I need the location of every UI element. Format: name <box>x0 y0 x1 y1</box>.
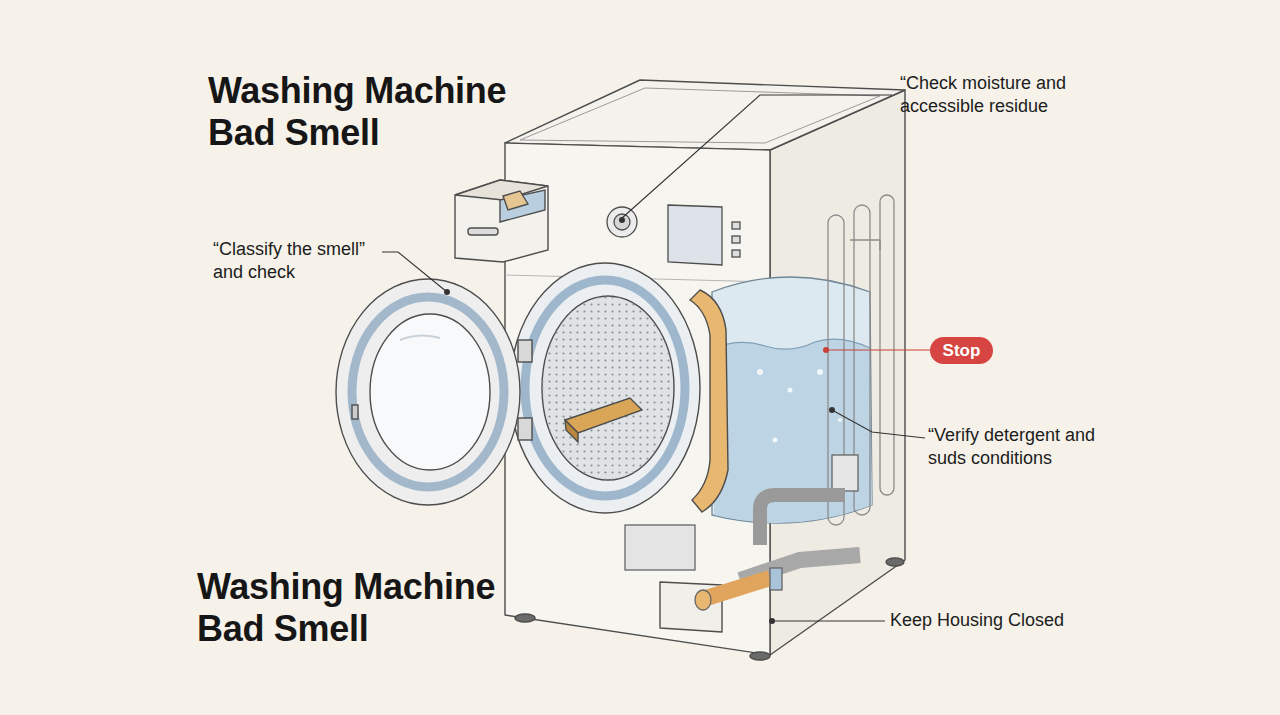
water-surface <box>714 339 870 349</box>
suds <box>817 369 823 375</box>
suds <box>757 369 763 375</box>
drum-paddle-side <box>565 420 578 442</box>
leader-line <box>832 410 925 438</box>
foot <box>750 652 770 660</box>
callout-label: Keep Housing Closed <box>890 609 1130 632</box>
foot <box>886 558 904 566</box>
leader-dot <box>444 289 450 295</box>
detergent-drawer <box>455 180 548 262</box>
suds <box>773 438 778 443</box>
foot <box>515 614 535 622</box>
callout-label: “Classify the smell” and check <box>213 238 398 283</box>
detergent-residue <box>503 191 528 210</box>
door-opening <box>510 263 728 513</box>
door-latch <box>352 405 358 419</box>
coil <box>880 195 894 495</box>
leader-lines <box>382 95 930 621</box>
hinge <box>518 418 532 440</box>
drawer-compartment <box>500 190 545 222</box>
callout-label: “Check moisture and accessible residue <box>900 72 1090 117</box>
drum-perforation <box>542 296 674 480</box>
button <box>732 250 740 257</box>
drum <box>542 296 674 480</box>
leader-line <box>772 620 885 621</box>
pill-text: Stop <box>943 341 981 361</box>
hinge <box>518 340 532 362</box>
gasket-band <box>690 290 728 512</box>
door-glass <box>370 314 490 470</box>
drum-cutaway <box>712 277 872 523</box>
pump <box>625 525 695 570</box>
machine-body <box>505 80 905 660</box>
drum-paddle <box>565 398 642 433</box>
coils <box>828 195 894 525</box>
suds <box>788 388 793 393</box>
drawer-box <box>455 180 548 262</box>
pipe <box>760 495 845 545</box>
leader-dot <box>823 347 829 353</box>
lid-inset <box>520 88 880 143</box>
diagram-title: Washing Machine Bad Smell <box>208 70 538 155</box>
display <box>668 205 722 265</box>
drawer-handle <box>468 228 498 235</box>
hose-end <box>695 590 711 610</box>
leader-dot <box>619 217 625 223</box>
glass-shine <box>400 335 440 340</box>
callout-label: “Verify detergent and suds conditions <box>928 424 1106 469</box>
button <box>732 222 740 229</box>
suds <box>838 418 842 422</box>
pipe-clamp <box>832 455 858 491</box>
door-frame <box>336 279 520 505</box>
repeated-title: Washing Machine Bad Smell <box>197 566 527 651</box>
leader-line <box>826 349 930 350</box>
pipe-joint <box>770 568 782 590</box>
status-pill: Stop <box>930 337 993 364</box>
button <box>732 236 740 243</box>
coil-bracket <box>850 240 880 250</box>
leader-line <box>382 252 447 292</box>
dial-center <box>614 214 630 230</box>
top-lid <box>505 80 905 150</box>
open-door <box>336 279 532 505</box>
dial-knob <box>607 207 637 237</box>
leader-dots <box>444 217 835 624</box>
door-seal <box>352 297 504 487</box>
door-gasket <box>525 280 685 496</box>
leader-dot <box>829 407 835 413</box>
leader-dot <box>769 618 775 624</box>
leader-line <box>622 95 892 218</box>
opening-rim <box>510 263 700 513</box>
drum-shell <box>712 277 872 523</box>
